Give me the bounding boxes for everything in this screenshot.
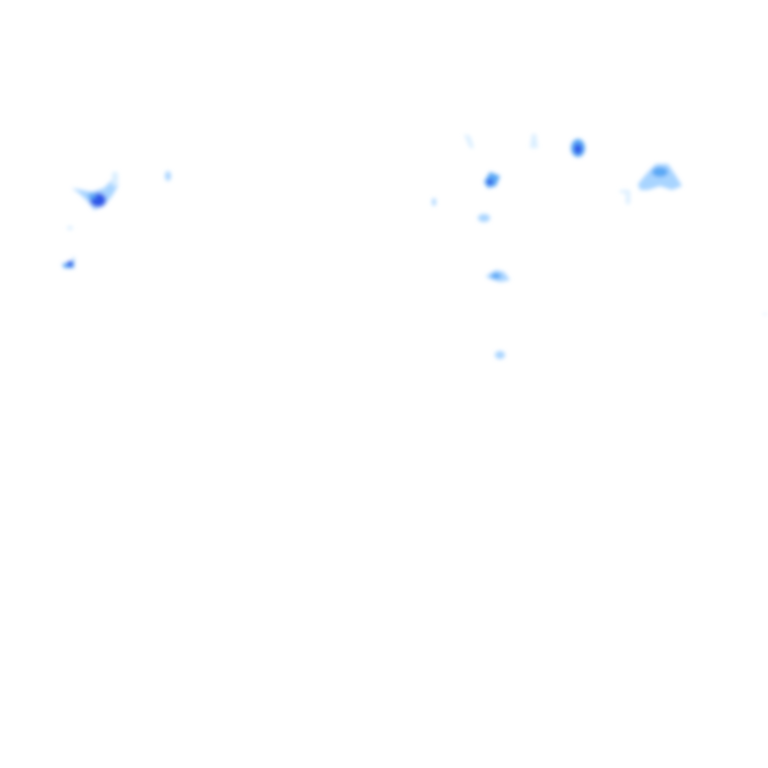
precip-cell-center-mid	[478, 214, 490, 222]
precip-cell-northeast-core	[571, 139, 585, 157]
precip-cell-west-tail	[112, 172, 118, 186]
precip-cell-center-dot	[432, 198, 436, 206]
precip-cell-north-sliver	[530, 134, 538, 148]
precip-cell-center-south	[486, 270, 510, 282]
precip-cell-north-streak	[464, 134, 474, 148]
precip-cell-east-band	[620, 164, 682, 204]
precip-cell-west-low	[62, 256, 74, 268]
precip-cell-south-dot	[495, 351, 505, 359]
precip-cell-west-dot	[67, 226, 73, 230]
precip-cell-east-edge	[763, 313, 767, 315]
precip-cell-west-small	[165, 171, 171, 181]
precip-cell-west-main	[72, 174, 118, 210]
precipitation-cells	[62, 134, 767, 359]
precip-cell-center-north	[484, 172, 500, 188]
